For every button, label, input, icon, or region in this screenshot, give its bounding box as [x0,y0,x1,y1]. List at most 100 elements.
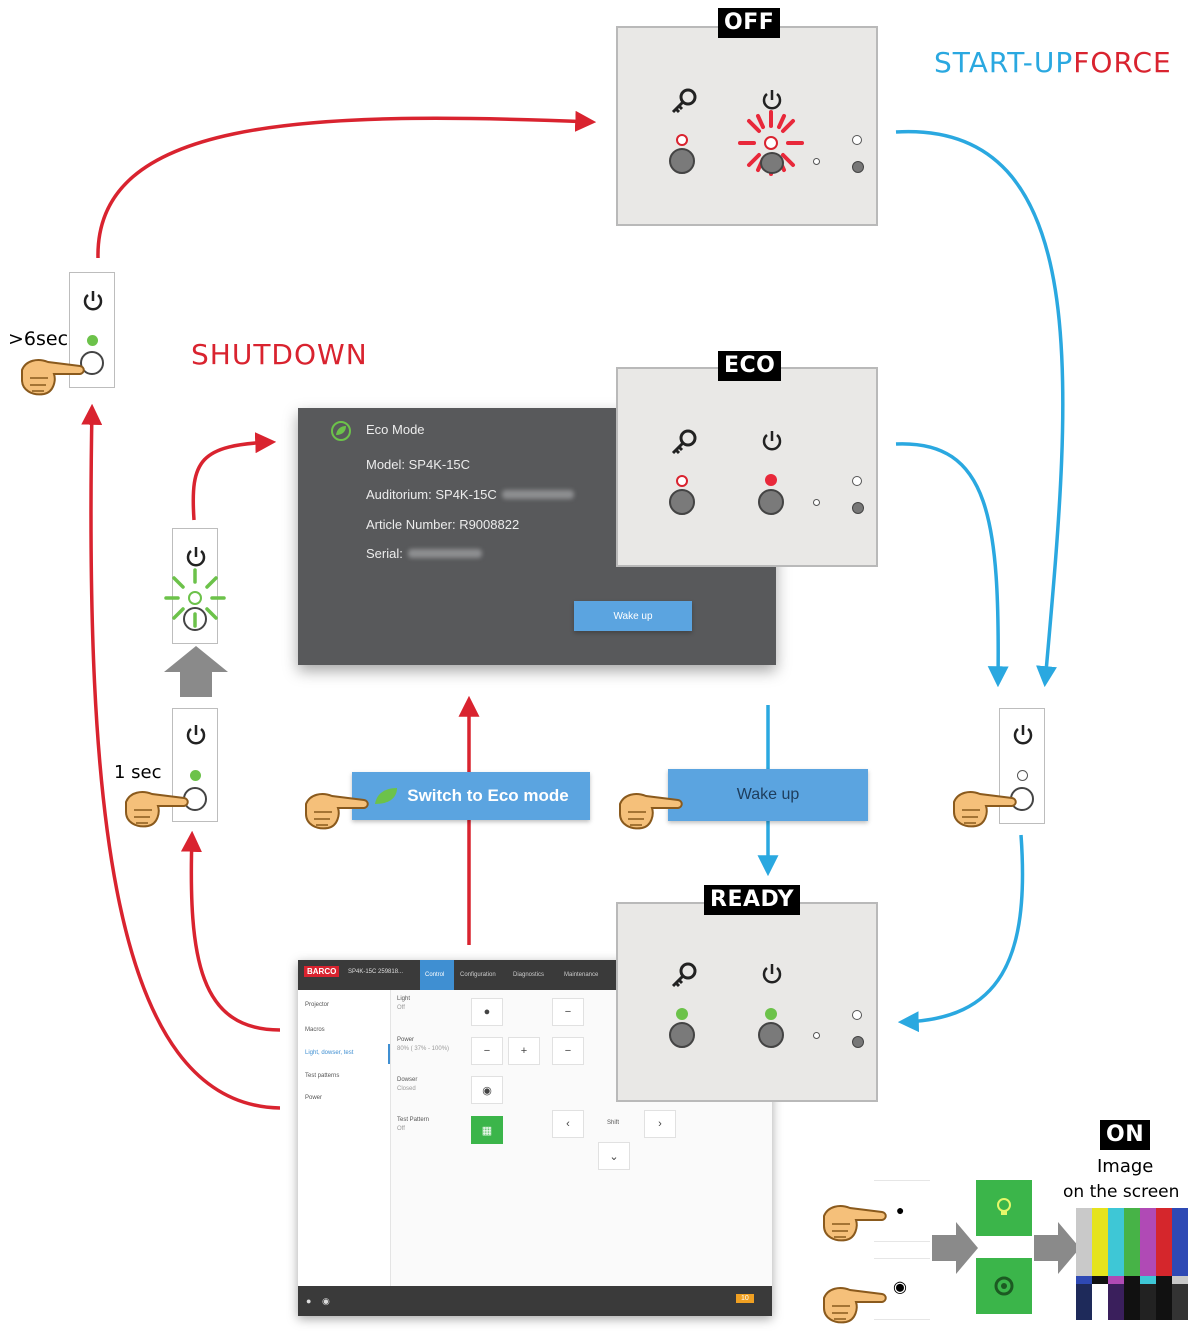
web-row-light-label: Light [397,996,411,1002]
web-row-dowser-value: Closed [397,1086,416,1092]
switch-eco-label: Switch to Eco mode [407,786,569,805]
ready-panel [616,902,878,1102]
web-side-indicator [388,1044,390,1064]
key-button[interactable] [669,489,695,515]
pointing-hand-icon [619,793,683,830]
light-bulb-icon [997,1198,1011,1215]
web-tab-configuration[interactable]: Configuration [460,972,496,978]
web-shift-right-button[interactable]: › [644,1110,676,1138]
power-icon [762,90,782,110]
arrow-button-to-ready [897,834,1025,1033]
web-side-macros[interactable]: Macros [305,1027,325,1033]
dowser-icon [994,1276,1014,1296]
dowser-open-button[interactable] [976,1258,1032,1314]
web-device: SP4K-15C 259818... [348,969,404,975]
pointing-hand-icon [21,359,85,396]
web-tab-active-bg [420,960,454,990]
shutdown-label: SHUTDOWN [191,338,368,371]
status-led-bottom [852,1036,864,1048]
web-shift-down-button[interactable]: ⌄ [598,1142,630,1170]
pointing-hand-icon [823,1205,887,1242]
arrow-off-to-button [895,130,1065,688]
blurred-auditorium [502,490,574,499]
dowser-button-excerpt[interactable] [874,1258,930,1320]
pointing-hand-icon [125,791,189,828]
web-brand: BARCO [304,966,340,977]
key-led [676,134,688,146]
ir-led [813,1032,820,1039]
web-light-minus-button[interactable]: − [552,998,584,1026]
pointing-hand-icon [305,793,369,830]
image-label-2: on the screen [1063,1182,1180,1202]
on-state-label: ON [1100,1120,1151,1150]
power-led-red [765,474,777,486]
ready-state-label: READY [704,885,801,915]
web-power-minus-button[interactable]: − [471,1037,503,1065]
web-power-plus-button[interactable]: + [508,1037,540,1065]
arrow-web-to-short-press [180,830,281,1032]
status-led-bottom [852,161,864,173]
eco-title: Eco Mode [366,422,425,437]
green-led [87,335,98,346]
dowser-icon: ◉ [893,1279,907,1296]
arrow-blink-to-eco [191,432,277,521]
power-icon [186,725,206,745]
web-footer-bulb-icon: ● [306,1296,312,1306]
power-icon [186,547,206,567]
web-sidebar [298,990,391,1286]
eco-wake-button[interactable]: Wake up [574,601,692,631]
web-footer [298,1286,772,1316]
pointing-hand-icon [953,791,1017,828]
gray-right-arrow-2 [1034,1222,1080,1274]
key-button[interactable] [669,148,695,174]
bulb-on-button[interactable] [976,1180,1032,1236]
power-icon [762,431,782,451]
power-button[interactable] [760,152,784,174]
power-led-green [765,1008,777,1020]
web-row-power-value: 80% ( 37% - 100%) [397,1046,450,1052]
eco-article: Article Number: R9008822 [366,517,520,532]
web-row-light-value: Off [397,1005,405,1011]
key-icon [671,88,697,114]
power-icon [762,964,782,984]
power-icon [1013,725,1033,745]
web-tab-diagnostics[interactable]: Diagnostics [513,972,545,978]
color-bars-image [1076,1208,1188,1320]
web-dowser-button[interactable]: ◉ [471,1076,503,1104]
web-tab-control[interactable]: Control [425,972,445,978]
key-led-green [676,1008,688,1020]
blinking-green-led-icon [164,568,226,628]
web-side-projector[interactable]: Projector [305,1002,330,1008]
power-button[interactable] [758,1022,784,1048]
web-side-power[interactable]: Power [305,1095,323,1101]
web-row-dowser-label: Dowser [397,1077,418,1083]
web-test-pattern-button[interactable]: ▦ [471,1116,503,1144]
web-side-light[interactable]: Light, dowser, test [305,1050,354,1056]
gray-up-arrow [164,646,228,697]
key-led [676,475,688,487]
web-footer-badge: 10 [736,1294,754,1303]
power-icon [83,291,103,311]
bulb-icon: ● [896,1202,905,1218]
switch-eco-button[interactable]: Switch to Eco mode [352,772,590,820]
panel-long-press [69,272,115,388]
key-button[interactable] [669,1022,695,1048]
web-side-test[interactable]: Test patterns [305,1073,340,1079]
web-tab-maintenance[interactable]: Maintenance [564,972,599,978]
status-led-bottom [852,502,864,514]
web-light-bulb-button[interactable]: ● [471,998,503,1026]
key-icon [671,429,697,455]
arrow-web-to-long-press [81,403,281,1110]
gray-right-arrow-1 [932,1222,978,1274]
web-shift-left-button[interactable]: ‹ [552,1110,584,1138]
image-label-1: Image [1097,1156,1154,1177]
web-power-minus2-button[interactable]: − [552,1037,584,1065]
web-shift-label: Shift [606,1120,619,1126]
bulb-button-excerpt[interactable] [874,1180,930,1242]
power-button[interactable] [758,489,784,515]
eco-serial: Serial: [366,546,403,561]
blurred-serial [408,549,482,558]
wake-up-button[interactable]: Wake up [668,769,868,821]
web-row-test-label: Test Pattern [397,1117,430,1123]
